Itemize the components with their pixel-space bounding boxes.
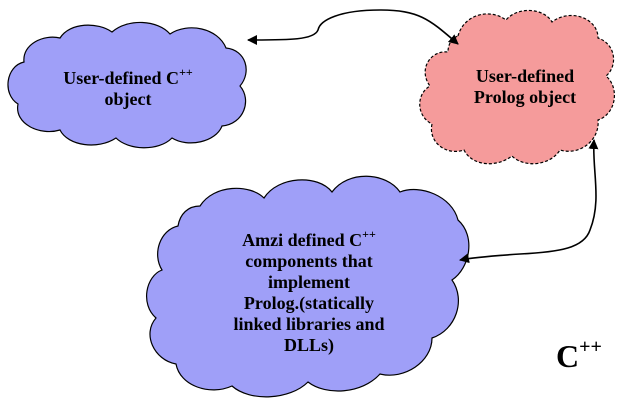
cpp-corner-label: C++: [556, 336, 602, 374]
edge-prolog-cpp: [247, 9, 459, 45]
cpp-object-label: User-defined C++ object: [63, 65, 193, 109]
edge-prolog-amzi: [459, 139, 599, 264]
cpp-object-cloud: [7, 21, 247, 149]
prolog-object-label: User-defined Prolog object: [473, 66, 577, 107]
amzi-components-label: Amzi defined C++ components that impleme…: [233, 227, 385, 355]
amzi-components-cloud: [146, 175, 470, 398]
